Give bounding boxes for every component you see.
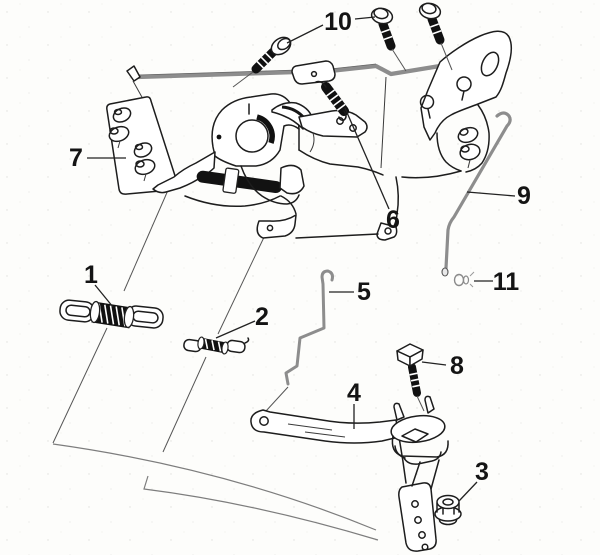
callout-label-6: 6 <box>386 206 400 234</box>
callout-label-7: 7 <box>69 144 83 172</box>
bolt-vertical-1 <box>370 7 407 72</box>
callout-label-4: 4 <box>347 379 361 407</box>
latch-collar <box>279 164 305 195</box>
coil-spring-6 <box>315 80 349 121</box>
plate-tab-right <box>376 222 398 241</box>
callout-label-8: 8 <box>450 352 464 380</box>
bolts-10 <box>232 2 453 88</box>
roller-cluster-b <box>133 142 156 182</box>
callout-label-11: 11 <box>493 268 520 296</box>
callout-label-3: 3 <box>475 458 489 486</box>
callout-labels: 1 2 3 4 5 6 7 8 9 10 11 <box>69 8 531 486</box>
roller-cluster-right <box>457 126 481 169</box>
bolt-angled <box>232 36 292 88</box>
callout-label-2: 2 <box>255 303 269 331</box>
cam-pulley <box>235 119 269 153</box>
latch-bottom-tab <box>256 214 297 239</box>
rail-left-tab <box>126 65 141 82</box>
roller-cluster-a <box>108 107 132 149</box>
installation-lines <box>52 180 379 541</box>
main-bracket <box>126 30 513 241</box>
trunnion-swivel <box>390 395 449 465</box>
callout-label-1: 1 <box>84 261 98 289</box>
rail-mount-plate <box>291 60 336 85</box>
callout-label-5: 5 <box>357 278 371 306</box>
control-rod-9 <box>441 111 512 277</box>
wing-oval-hole <box>480 51 500 77</box>
retainer-clip-11 <box>453 271 475 288</box>
latch-mechanism <box>152 93 384 239</box>
extension-spring-2 <box>183 336 250 355</box>
callout-label-10: 10 <box>324 8 352 36</box>
latch-pin <box>196 167 282 194</box>
square-head-bolt-8 <box>396 343 425 412</box>
bent-link-rod-5 <box>284 269 334 386</box>
bolt-vertical-2 <box>418 2 453 71</box>
extension-spring-1 <box>59 299 164 329</box>
flanged-nut-3 <box>434 494 462 526</box>
wing-keyhole-2 <box>419 94 435 110</box>
leader-lines <box>87 16 516 502</box>
lever-arm-4 <box>250 409 440 552</box>
callout-label-9: 9 <box>517 182 531 210</box>
